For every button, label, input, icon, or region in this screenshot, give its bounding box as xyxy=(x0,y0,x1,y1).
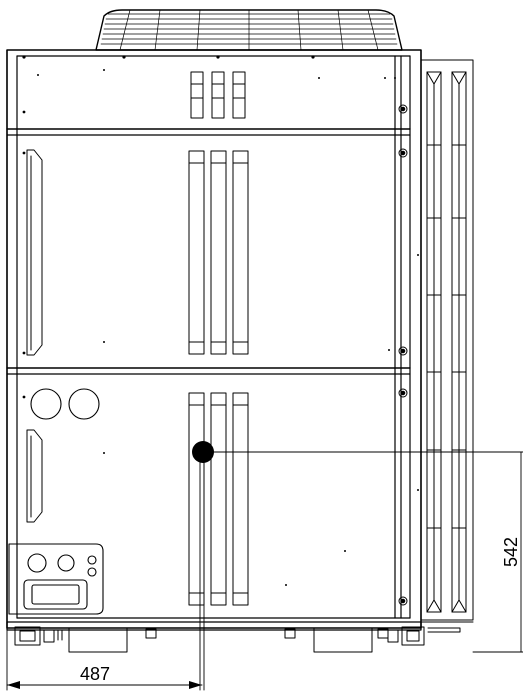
base-details xyxy=(14,626,461,653)
top-panel-louvers xyxy=(190,71,246,119)
middle-panel-louvers xyxy=(188,150,249,355)
vertical-dimension xyxy=(202,451,523,653)
horizontal-dimension-label: 487 xyxy=(80,664,110,684)
side-coil xyxy=(420,59,474,623)
panel-dots xyxy=(22,55,419,586)
lower-panel-louvers xyxy=(188,392,249,606)
horizontal-dimension xyxy=(6,451,205,691)
cabinet xyxy=(6,49,422,631)
vertical-dimension-label: 542 xyxy=(501,537,521,567)
fan-grille xyxy=(95,9,403,51)
wiring-plate xyxy=(8,543,104,615)
lower-panel-handle xyxy=(26,429,43,523)
middle-panel-handle xyxy=(26,149,43,356)
knockout-holes xyxy=(30,388,100,420)
screws xyxy=(398,104,408,606)
